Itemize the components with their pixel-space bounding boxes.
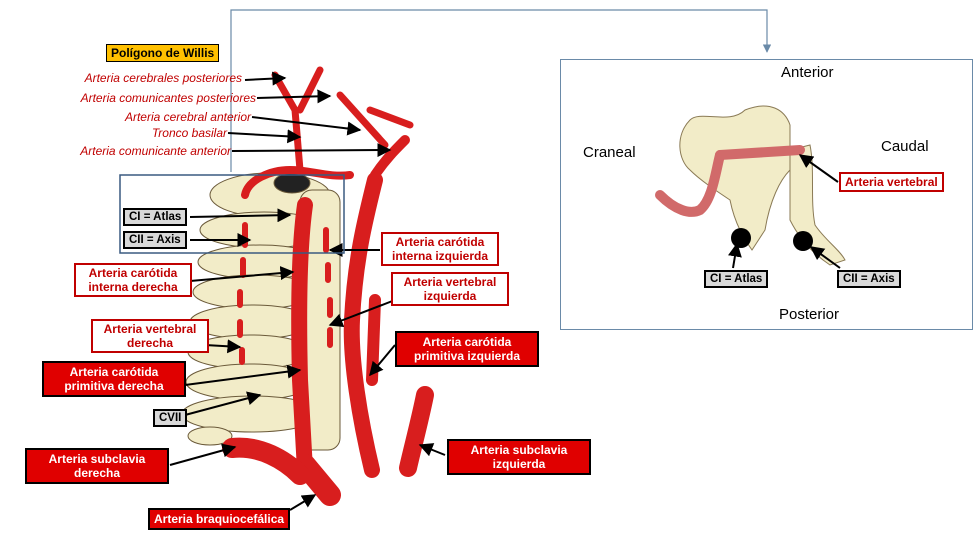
inset-direction-craneal: Craneal [583, 144, 636, 161]
willis-label-tronco-basilar: Tronco basilar [151, 126, 227, 140]
label-subclavia-derecha: Arteria subclavia derecha [25, 448, 169, 484]
inset-illustration [655, 100, 880, 300]
inset-direction-anterior: Anterior [781, 64, 834, 81]
willis-label-cerebrales-posteriores: Arteria cerebrales posteriores [84, 71, 242, 85]
label-carotida-primitiva-izquierda: Arteria carótida primitiva izquierda [395, 331, 539, 367]
label-carotida-interna-derecha: Arteria carótida interna derecha [74, 263, 192, 297]
inset-direction-caudal: Caudal [881, 138, 929, 155]
willis-label-comunicantes-posteriores: Arteria comunicantes posteriores [80, 91, 256, 105]
label-cvii: CVII [153, 409, 188, 427]
label-vertebral-derecha: Arteria vertebral derecha [91, 319, 209, 353]
label-carotida-primitiva-derecha: Arteria carótida primitiva derecha [42, 361, 186, 397]
label-cii-axis: CII = Axis [123, 231, 187, 249]
label-braquiocefalica: Arteria braquiocefálica [148, 508, 291, 530]
label-subclavia-izquierda: Arteria subclavia izquierda [447, 439, 591, 475]
inset-direction-posterior: Posterior [779, 306, 840, 323]
inset-label-vertebral: Arteria vertebral [839, 172, 944, 192]
inset-connector [230, 9, 772, 172]
inset-label-cii-axis: CII = Axis [837, 270, 901, 288]
label-carotida-interna-izquierda: Arteria carótida interna izquierda [381, 232, 499, 266]
leader-arrows [169, 71, 446, 511]
inset-label-ci-atlas: CI = Atlas [704, 270, 769, 288]
label-ci-atlas: CI = Atlas [123, 208, 188, 226]
atlas-axis-frame [119, 174, 345, 254]
label-vertebral-izquierda: Arteria vertebral izquierda [391, 272, 509, 306]
willis-legend: Polígono de Willis [106, 44, 220, 62]
willis-label-cerebral-anterior: Arteria cerebral anterior [124, 110, 251, 124]
inset-panel: Anterior Posterior Craneal Caudal Arteri… [560, 59, 973, 330]
willis-label-comunicante-anterior: Arteria comunicante anterior [80, 144, 231, 158]
